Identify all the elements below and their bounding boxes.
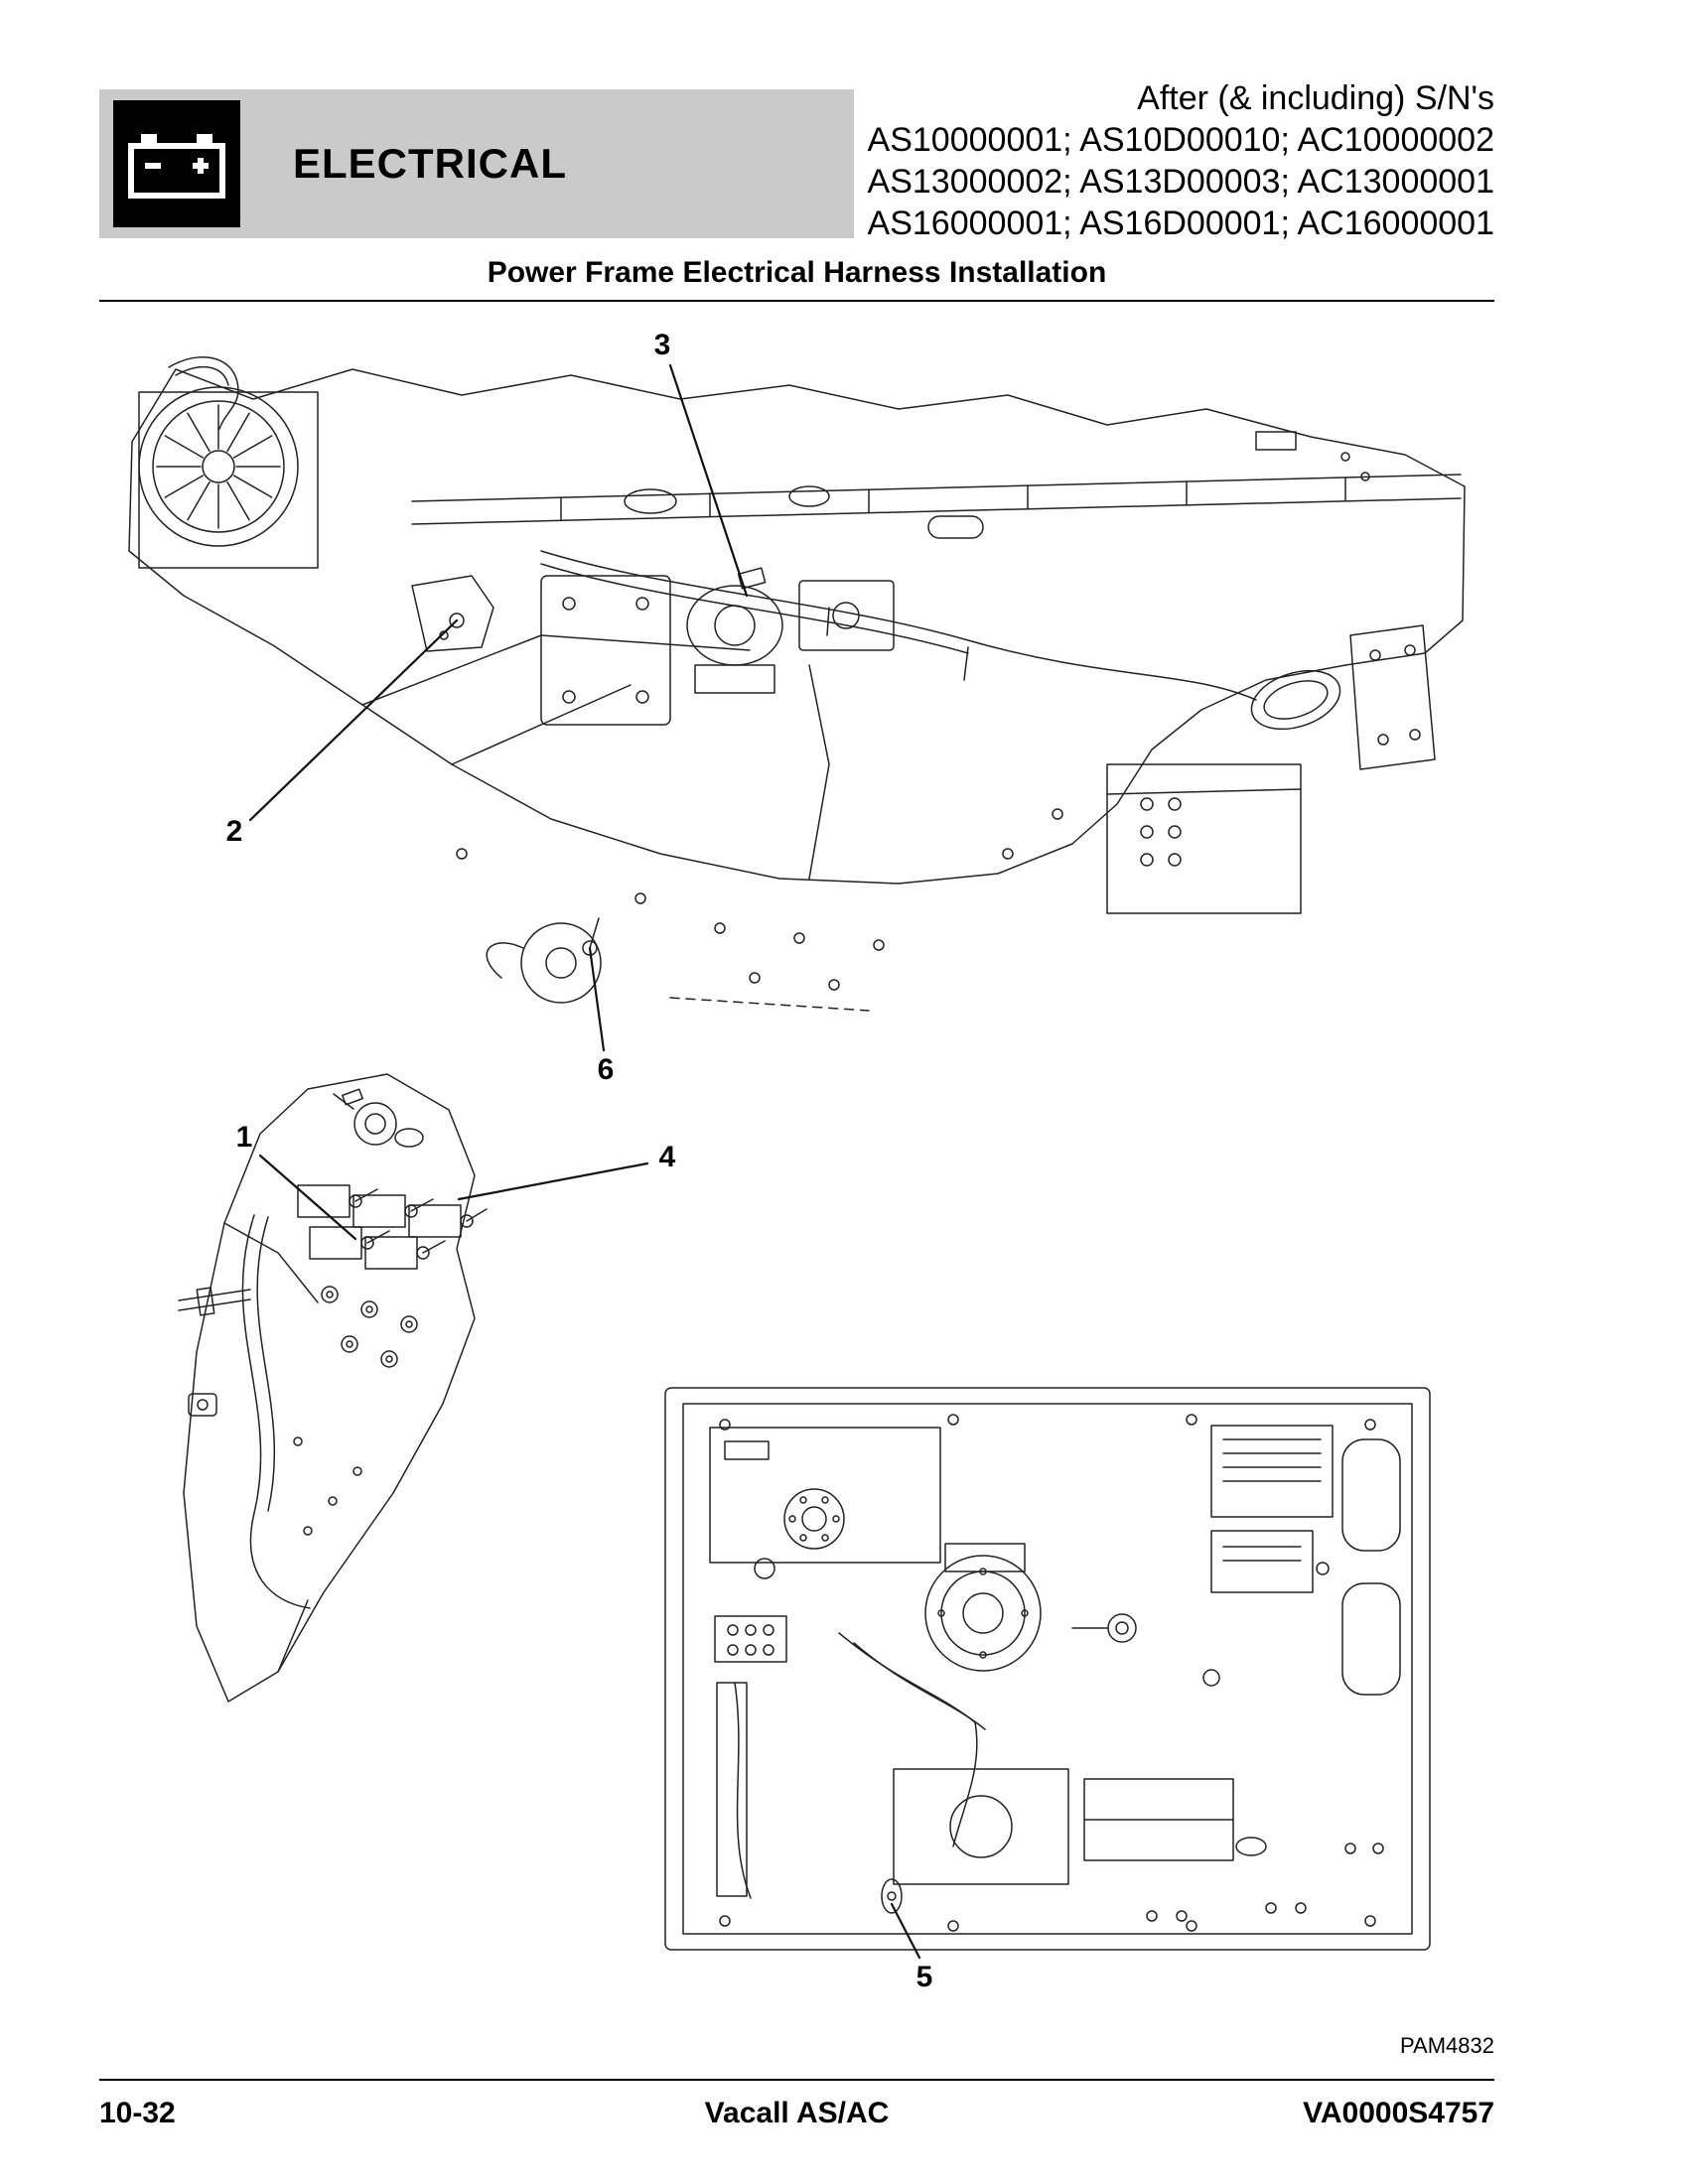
- callout-3: 3: [653, 329, 671, 361]
- serial-note-intro: After (& including) S/N's: [1137, 79, 1494, 117]
- callout-4: 4: [658, 1141, 676, 1173]
- main-frame-drawing: [114, 338, 1484, 1062]
- footer-page-number: 10-32: [99, 2097, 176, 2129]
- footer-doc-code: VA0000S4757: [1303, 2097, 1494, 2129]
- section-title: ELECTRICAL: [293, 140, 567, 187]
- serial-line: AS13000002; AS13D00003; AC13000001: [867, 163, 1494, 201]
- section-header-band: ELECTRICAL: [99, 89, 854, 238]
- figure-code: PAM4832: [1400, 2033, 1494, 2058]
- page-title: Power Frame Electrical Harness Installat…: [487, 256, 1107, 289]
- serial-line: AS16000001; AS16D00001; AC16000001: [867, 205, 1494, 242]
- title-rule: [99, 300, 1494, 302]
- footer-rule: [99, 2079, 1494, 2081]
- footer-model: Vacall AS/AC: [704, 2097, 890, 2129]
- callout-5: 5: [915, 1961, 933, 1993]
- callout-1: 1: [235, 1121, 253, 1154]
- serial-note: After (& including) S/N's AS10000001; AS…: [854, 77, 1494, 244]
- top-view-drawing: [655, 1380, 1440, 1961]
- battery-icon: [113, 100, 240, 227]
- valve-detail-drawing: [159, 1064, 690, 1709]
- callout-2: 2: [225, 815, 243, 848]
- serial-line: AS10000001; AS10D00010; AC10000002: [867, 121, 1494, 159]
- callout-6: 6: [597, 1053, 615, 1086]
